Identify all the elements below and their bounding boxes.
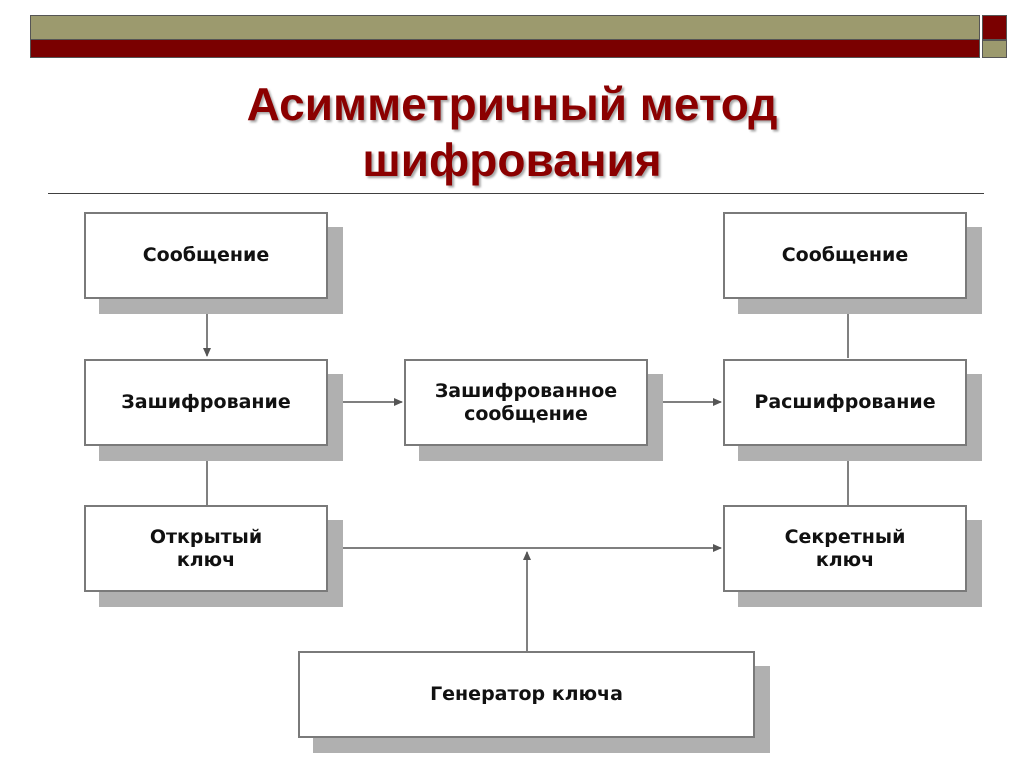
secret-key-label: Секретный ключ <box>784 525 906 571</box>
decryption-box: Расшифрование <box>723 359 967 446</box>
header-band-maroon <box>30 39 980 58</box>
slide-title-line1: Асимметричный метод <box>246 78 778 130</box>
encrypted-message-label: Зашифрованное сообщение <box>434 379 618 425</box>
corner-square-maroon <box>982 15 1007 40</box>
corner-square-olive <box>982 40 1007 58</box>
message-left-box: Сообщение <box>84 212 328 299</box>
decryption-label: Расшифрование <box>754 391 936 413</box>
encryption-box: Зашифрование <box>84 359 328 446</box>
key-generator-label: Генератор ключа <box>430 683 623 705</box>
slide-title-line2: шифрования <box>362 134 662 186</box>
encrypted-message-box: Зашифрованное сообщение <box>404 359 648 446</box>
key-generator-box: Генератор ключа <box>298 651 755 738</box>
secret-key-box: Секретный ключ <box>723 505 967 592</box>
title-divider <box>48 193 984 194</box>
message-right-box: Сообщение <box>723 212 967 299</box>
public-key-box: Открытый ключ <box>84 505 328 592</box>
public-key-label: Открытый ключ <box>149 525 263 571</box>
encryption-label: Зашифрование <box>121 391 291 413</box>
message-left-label: Сообщение <box>142 244 270 266</box>
message-right-label: Сообщение <box>781 244 909 266</box>
